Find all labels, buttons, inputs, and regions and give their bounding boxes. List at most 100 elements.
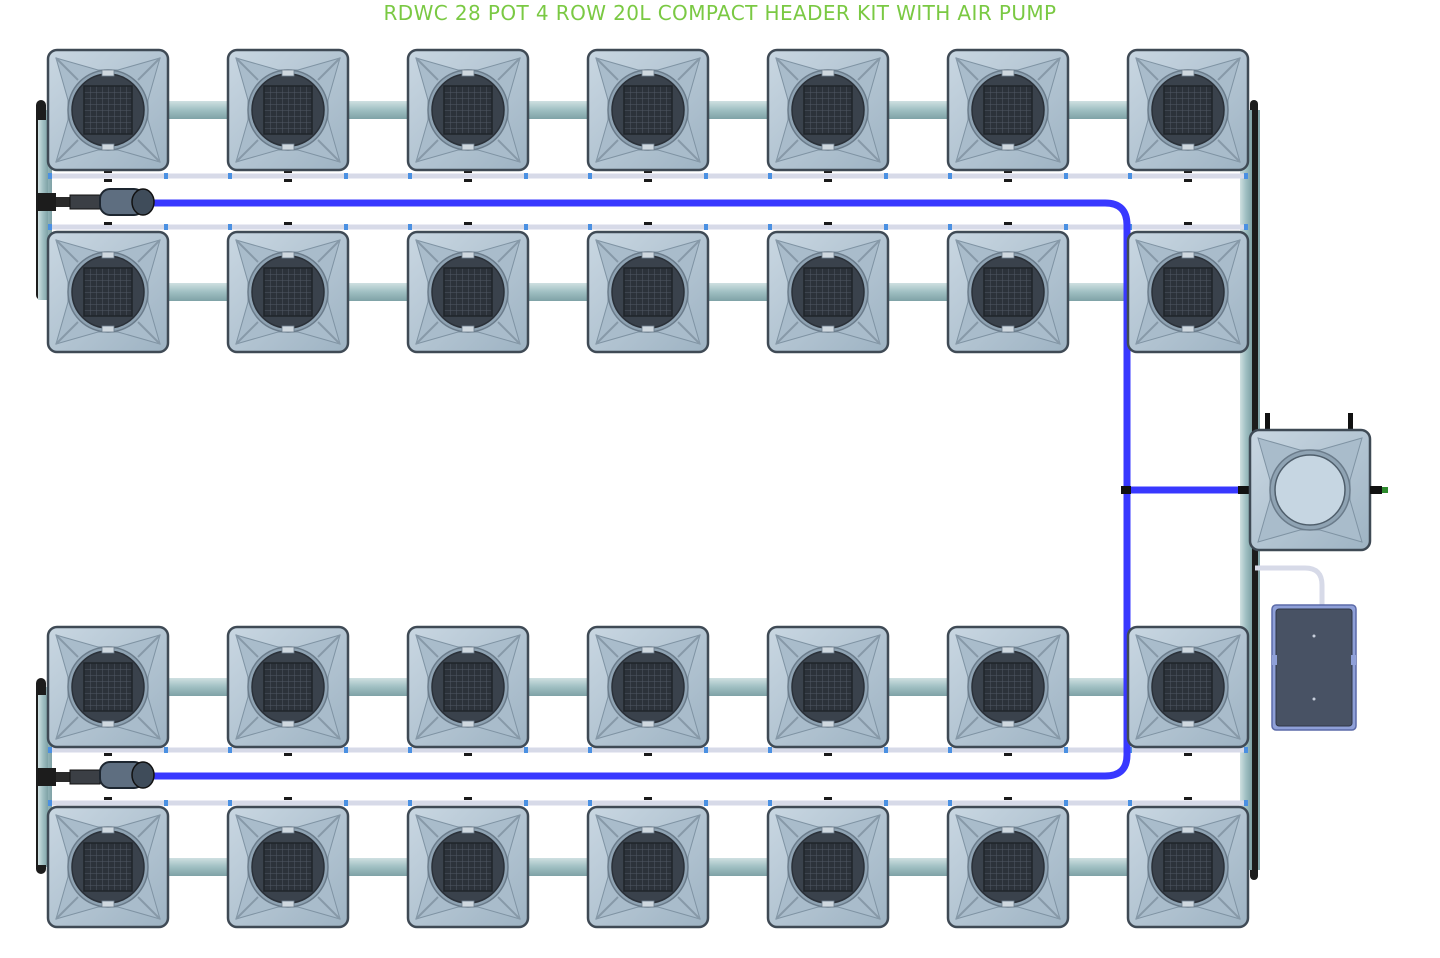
return-fitting (588, 747, 592, 753)
return-lines (48, 173, 1325, 806)
return-fitting (228, 747, 232, 753)
connector-tick (644, 753, 652, 756)
square-pot-icon (46, 48, 170, 172)
return-fitting (948, 747, 952, 753)
connector-tick (104, 753, 112, 756)
row-pipes (48, 101, 1248, 876)
return-fitting (768, 224, 772, 230)
square-pot-icon (406, 625, 530, 749)
connector-tick (104, 797, 112, 800)
return-fitting (1128, 800, 1132, 806)
return-fitting (768, 747, 772, 753)
return-fitting (524, 800, 528, 806)
return-fitting (948, 800, 952, 806)
connector-tick (464, 753, 472, 756)
square-pot-icon (766, 805, 890, 929)
connector-tick (104, 222, 112, 225)
return-fitting (1244, 800, 1248, 806)
connector-tick (824, 179, 832, 182)
return-fitting (1244, 173, 1248, 179)
return-fitting (48, 224, 52, 230)
connector-tick (644, 222, 652, 225)
square-pot-icon (46, 230, 170, 354)
connector-tick (464, 179, 472, 182)
square-pot-icon (946, 625, 1070, 749)
return-fitting (408, 224, 412, 230)
return-fitting (344, 224, 348, 230)
square-pot-icon (1126, 48, 1250, 172)
return-fitting (344, 173, 348, 179)
return-fitting (704, 800, 708, 806)
inline-pump-bottom (36, 761, 155, 789)
diagram-title: RDWC 28 POT 4 ROW 20L COMPACT HEADER KIT… (384, 1, 1057, 25)
header-tank-icon (1248, 413, 1388, 552)
return-fitting (164, 224, 168, 230)
connector-tick (104, 179, 112, 182)
square-pot-icon (766, 625, 890, 749)
return-fitting (524, 224, 528, 230)
connector-tick (284, 179, 292, 182)
return-fitting (704, 173, 708, 179)
connector-tick (464, 222, 472, 225)
return-fitting (884, 800, 888, 806)
return-fitting (48, 173, 52, 179)
return-fitting (768, 800, 772, 806)
square-pot-icon (406, 230, 530, 354)
connector-tick (824, 753, 832, 756)
square-pot-icon (1126, 805, 1250, 929)
square-pot-icon (946, 230, 1070, 354)
return-fitting (48, 800, 52, 806)
connector-tick (644, 797, 652, 800)
return-fitting (408, 800, 412, 806)
connector-tick (1004, 222, 1012, 225)
left-manifold-pipes (36, 100, 52, 874)
connector-tick (644, 179, 652, 182)
square-pot-icon (946, 805, 1070, 929)
square-pot-icon (46, 805, 170, 929)
connector-tick (284, 797, 292, 800)
return-fitting (164, 800, 168, 806)
connector-tick (1184, 753, 1192, 756)
connector-tick (1184, 179, 1192, 182)
square-pot-icon (226, 805, 350, 929)
square-pot-icon (1126, 230, 1250, 354)
return-fitting (884, 173, 888, 179)
square-pot-icon (586, 230, 710, 354)
return-fitting (1064, 800, 1068, 806)
return-fitting (228, 800, 232, 806)
return-fitting (588, 800, 592, 806)
return-fitting (1244, 747, 1248, 753)
return-fitting (884, 224, 888, 230)
return-fitting (408, 173, 412, 179)
return-fitting (164, 173, 168, 179)
return-fitting (344, 747, 348, 753)
connector-tick (464, 797, 472, 800)
square-pot-icon (1126, 625, 1250, 749)
air-pump-icon (1271, 604, 1357, 731)
return-fitting (1064, 224, 1068, 230)
connector-tick (284, 222, 292, 225)
square-pot-icon (226, 230, 350, 354)
square-pot-icon (406, 805, 530, 929)
return-fitting (48, 747, 52, 753)
connector-tick (284, 753, 292, 756)
return-fitting (1128, 173, 1132, 179)
square-pot-icon (766, 48, 890, 172)
square-pot-icon (226, 48, 350, 172)
return-fitting (704, 224, 708, 230)
connector-tick (1184, 797, 1192, 800)
return-fitting (948, 173, 952, 179)
square-pot-icon (586, 625, 710, 749)
return-fitting (344, 800, 348, 806)
return-fitting (524, 747, 528, 753)
square-pot-icon (586, 805, 710, 929)
connector-tick (1004, 797, 1012, 800)
connector-tick (1184, 222, 1192, 225)
square-pot-icon (946, 48, 1070, 172)
air-inlet-fitting (1238, 486, 1250, 494)
inline-pump-top (36, 188, 155, 216)
return-fitting (228, 173, 232, 179)
square-pot-icon (406, 48, 530, 172)
return-fitting (588, 224, 592, 230)
